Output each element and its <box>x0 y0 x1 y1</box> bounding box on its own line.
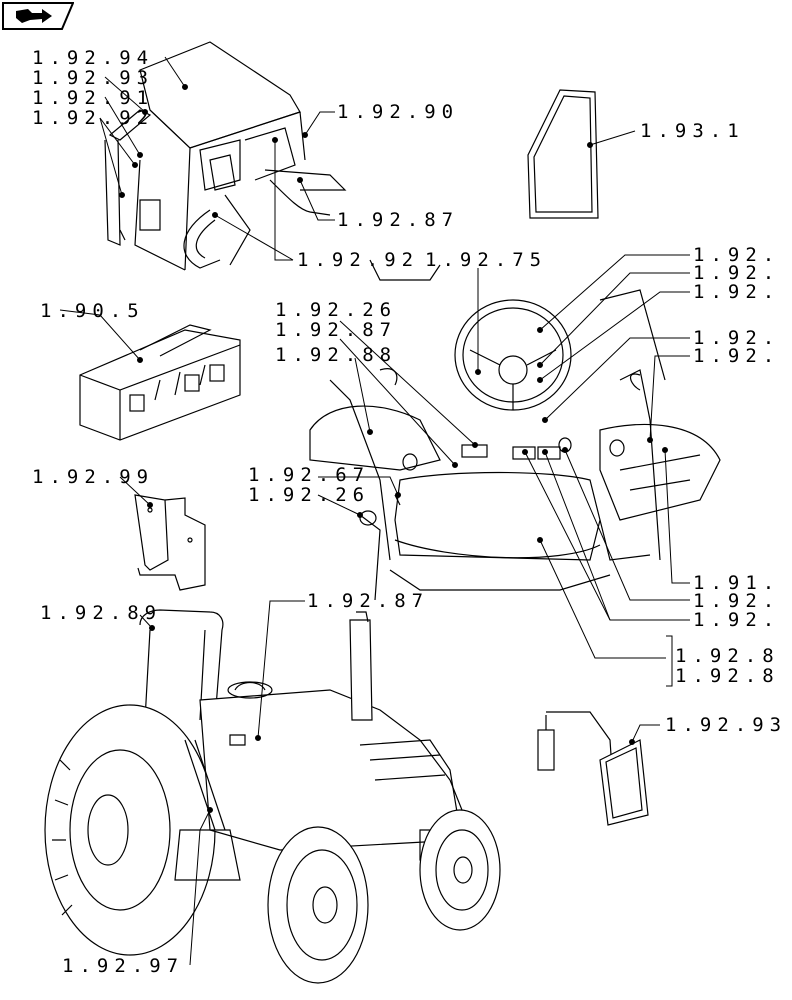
part-label[interactable]: 1.92. <box>693 281 781 303</box>
leader-lines <box>59 56 690 966</box>
part-label[interactable]: 1.92. <box>693 327 781 349</box>
part-label[interactable]: 1.92. <box>693 609 781 631</box>
part-label[interactable]: 1.92.94 <box>32 47 155 69</box>
part-label[interactable]: 1.92.26 <box>275 299 398 321</box>
part-label[interactable]: 1.92. <box>693 345 781 367</box>
part-label[interactable]: 1.92. <box>693 262 781 284</box>
part-label[interactable]: 1.92.93 <box>32 67 155 89</box>
part-label[interactable]: 1.92.8 <box>675 665 780 687</box>
window-glass-drawing <box>527 89 599 219</box>
part-label[interactable]: 1.92.93 <box>665 714 788 736</box>
part-label[interactable]: 1.92. <box>693 244 781 266</box>
part-label[interactable]: 1.92.87 <box>275 319 398 341</box>
part-label[interactable]: 1.92.87 <box>307 590 430 612</box>
cab-drawing <box>104 41 347 271</box>
bracket-drawing <box>134 494 206 591</box>
part-label[interactable]: 1.92.99 <box>32 466 155 488</box>
part-label[interactable]: 1.92. <box>693 590 781 612</box>
part-label[interactable]: 1.92.26 <box>248 484 371 506</box>
part-label[interactable]: 1.92.8 <box>675 645 780 667</box>
part-label[interactable]: 1.91. <box>693 572 781 594</box>
part-label[interactable]: 1.92.91 <box>32 87 155 109</box>
part-label[interactable]: 1.92.92 <box>297 249 420 271</box>
next-page-button[interactable] <box>2 2 75 30</box>
part-label[interactable]: 1.92.90 <box>337 101 460 123</box>
cockpit-drawing <box>309 259 721 601</box>
part-label[interactable]: 1.92.89 <box>40 602 163 624</box>
part-label[interactable]: 1.92.87 <box>337 209 460 231</box>
toolbox-drawing <box>79 324 241 441</box>
part-label[interactable]: 1.92.75 <box>425 249 548 271</box>
mirror-drawing <box>537 711 649 826</box>
tractor-drawing <box>44 609 501 984</box>
part-label[interactable]: 1.92.92 <box>32 107 155 129</box>
part-label[interactable]: 1.92.67 <box>248 464 371 486</box>
part-label[interactable]: 1.93.1 <box>640 120 745 142</box>
part-label[interactable]: 1.92.88 <box>275 344 398 366</box>
part-label[interactable]: 1.90.5 <box>40 300 145 322</box>
part-label[interactable]: 1.92.97 <box>62 955 185 977</box>
next-page-arrow-icon <box>2 2 75 30</box>
